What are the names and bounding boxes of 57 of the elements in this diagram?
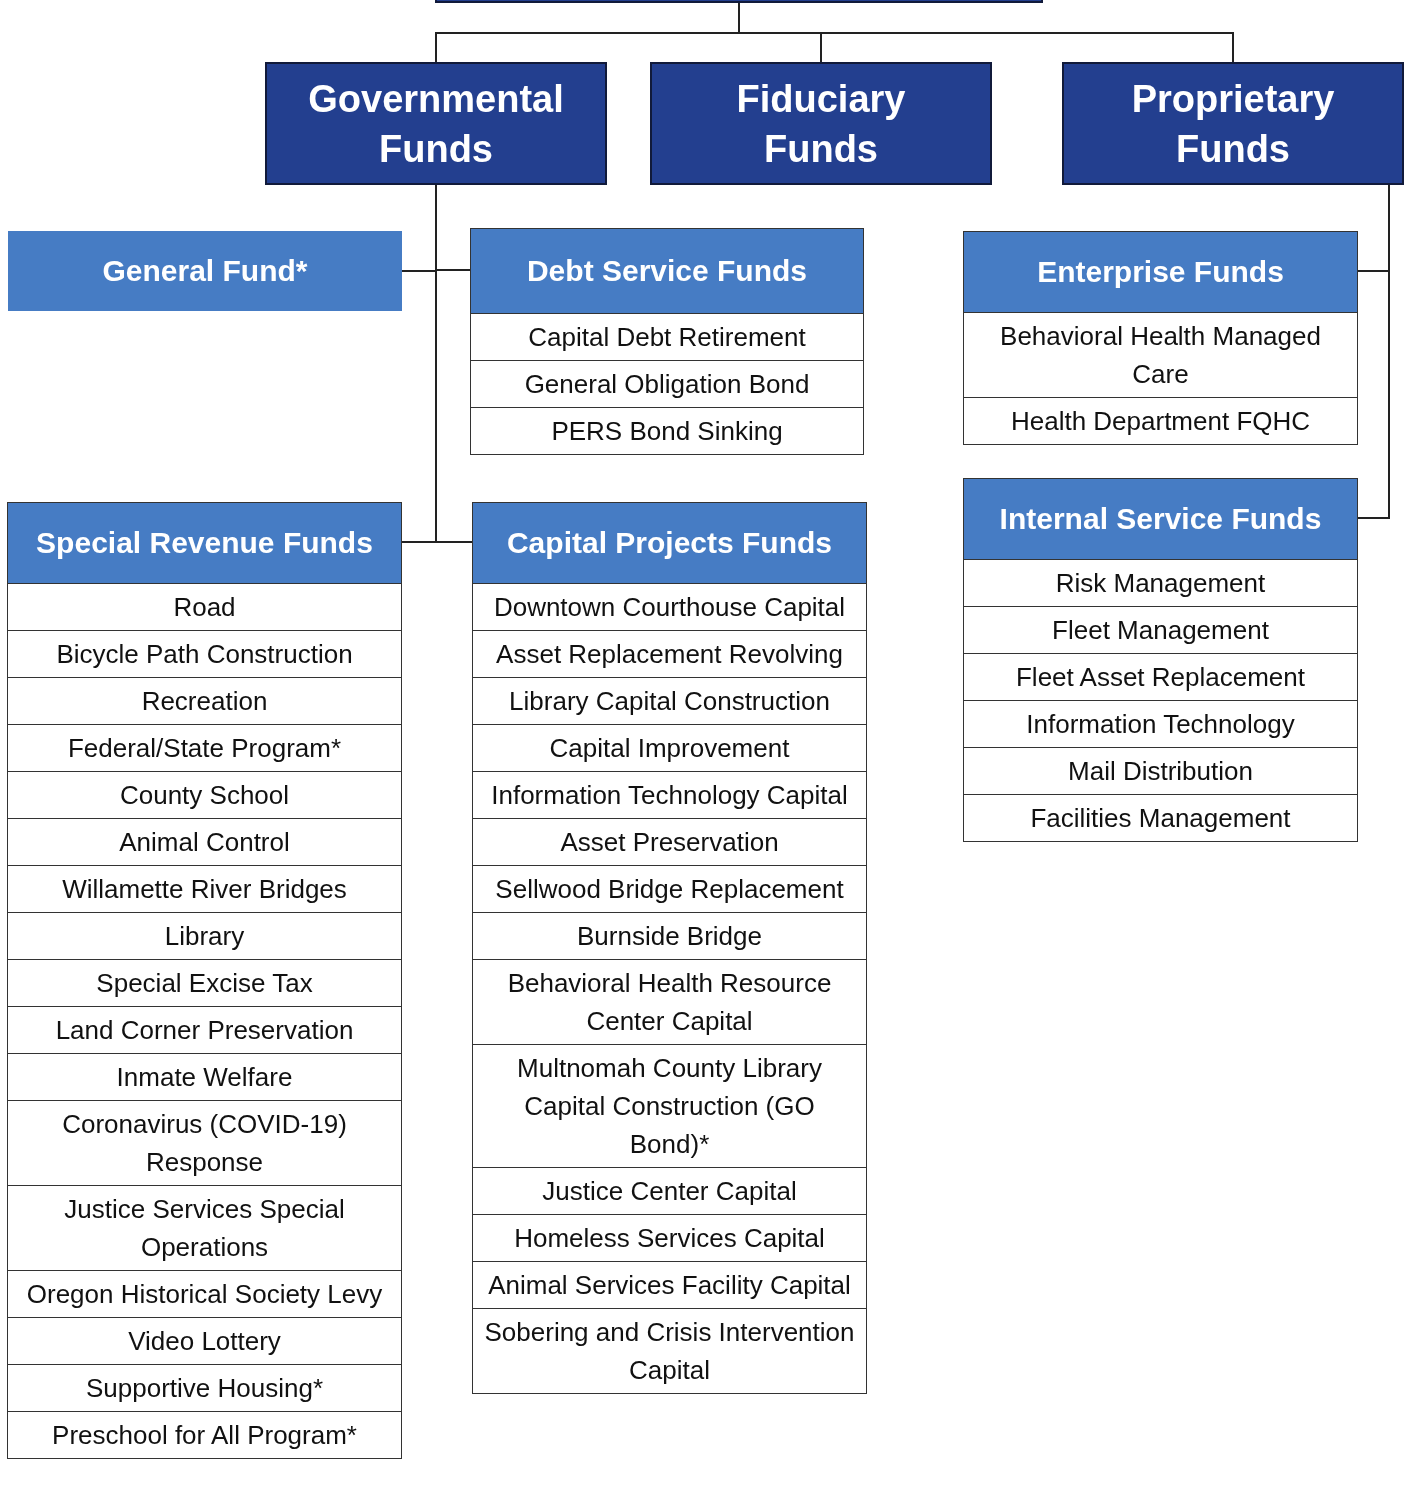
fund-row: Multnomah County Library Capital Construction (GO Bond)* xyxy=(473,1044,866,1167)
fund-type-box: Governmental Funds xyxy=(265,62,607,185)
fund-group-panel xyxy=(470,228,864,455)
fund-group-panel xyxy=(963,231,1358,445)
fund-type-box: Proprietary Funds xyxy=(1062,62,1404,185)
fund-row: Information Technology xyxy=(964,700,1357,747)
fund-row: Library Capital Construction xyxy=(473,677,866,724)
fund-row: Downtown Courthouse Capital xyxy=(473,583,866,630)
fund-row: Coronavirus (COVID-19) Response xyxy=(8,1100,401,1185)
fund-row: Bicycle Path Construction xyxy=(8,630,401,677)
fund-row: General Obligation Bond xyxy=(471,360,863,407)
fund-row: Health Department FQHC xyxy=(964,397,1357,444)
fund-group-panel xyxy=(963,478,1358,842)
group-title: Capital Projects Funds xyxy=(505,525,834,561)
fund-row: Road xyxy=(8,583,401,630)
group-title: Special Revenue Funds xyxy=(35,525,374,561)
fund-row: Asset Preservation xyxy=(473,818,866,865)
fund-row: Behavioral Health Managed Care xyxy=(964,312,1357,397)
fund-row: Land Corner Preservation xyxy=(8,1006,401,1053)
group-title: Debt Service Funds xyxy=(525,253,809,289)
fund-row: Fleet Management xyxy=(964,606,1357,653)
fund-row: Oregon Historical Society Levy xyxy=(8,1270,401,1317)
fund-row: Burnside Bridge xyxy=(473,912,866,959)
fund-group-panel xyxy=(7,502,402,1459)
fund-row: Supportive Housing* xyxy=(8,1364,401,1411)
fund-row: Information Technology Capital xyxy=(473,771,866,818)
fund-row: Mail Distribution xyxy=(964,747,1357,794)
fund-row: Inmate Welfare xyxy=(8,1053,401,1100)
fund-row: Sellwood Bridge Replacement xyxy=(473,865,866,912)
fund-row: Preschool for All Program* xyxy=(8,1411,401,1458)
fund-box: General Fund* xyxy=(8,231,402,311)
group-title: Internal Service Funds xyxy=(998,501,1323,537)
fund-row: Animal Control xyxy=(8,818,401,865)
fund-row: Special Excise Tax xyxy=(8,959,401,1006)
fund-row: Behavioral Health Resource Center Capital xyxy=(473,959,866,1044)
fund-row: Justice Center Capital xyxy=(473,1167,866,1214)
connector-line xyxy=(1357,184,1390,519)
fund-row: Homeless Services Capital xyxy=(473,1214,866,1261)
fund-row: Video Lottery xyxy=(8,1317,401,1364)
fund-type-box: Fiduciary Funds xyxy=(650,62,992,185)
fund-row: Facilities Management xyxy=(964,794,1357,841)
fund-row: Recreation xyxy=(8,677,401,724)
fund-row: Justice Services Special Operations xyxy=(8,1185,401,1270)
fund-row: Capital Improvement xyxy=(473,724,866,771)
fund-row: PERS Bond Sinking xyxy=(471,407,863,454)
fund-row: Animal Services Facility Capital xyxy=(473,1261,866,1308)
fund-row: Risk Management xyxy=(964,559,1357,606)
fund-group-panel xyxy=(472,502,867,1394)
fund-row: Sobering and Crisis Intervention Capital xyxy=(473,1308,866,1393)
group-title: Enterprise Funds xyxy=(1036,254,1285,290)
fund-row: Fleet Asset Replacement xyxy=(964,653,1357,700)
fund-row: Library xyxy=(8,912,401,959)
fund-row: County School xyxy=(8,771,401,818)
fund-row: Willamette River Bridges xyxy=(8,865,401,912)
fund-row: Capital Debt Retirement xyxy=(471,313,863,360)
fund-row: Federal/State Program* xyxy=(8,724,401,771)
fund-row: Asset Replacement Revolving xyxy=(473,630,866,677)
